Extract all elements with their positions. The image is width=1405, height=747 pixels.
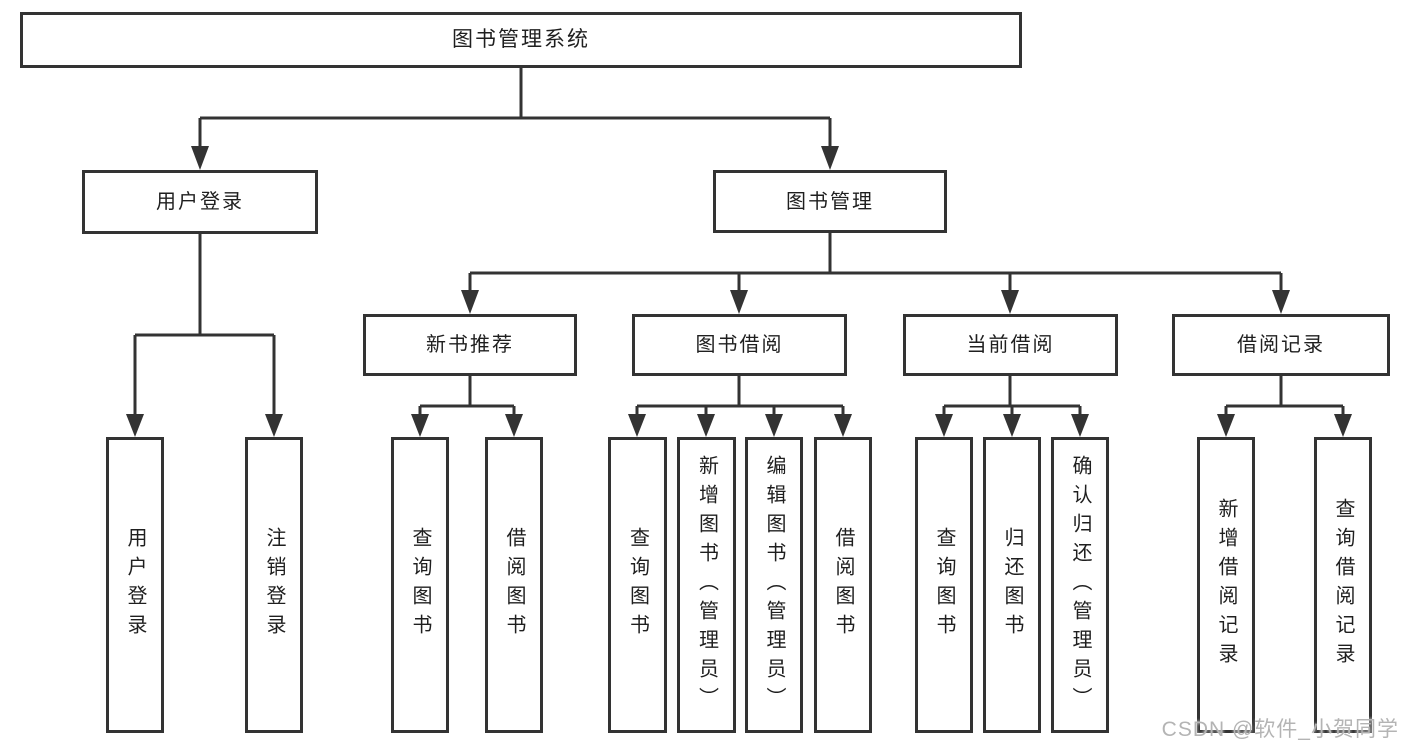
- node-user-login: 用户登录: [82, 170, 318, 234]
- leaf-confirm-return-admin: 确认归还（管理员）: [1051, 437, 1109, 733]
- leaf-logout: 注销登录: [245, 437, 303, 733]
- leaf-logout-label: 注销登录: [263, 527, 285, 643]
- leaf-borrow-books-recommend-label: 借阅图书: [503, 527, 525, 643]
- connector-book-management-split: [461, 233, 1290, 314]
- leaf-add-borrow-record: 新增借阅记录: [1197, 437, 1255, 733]
- node-root-label: 图书管理系统: [452, 28, 590, 52]
- node-borrow-records: 借阅记录: [1172, 314, 1390, 376]
- leaf-borrow-books-recommend: 借阅图书: [485, 437, 543, 733]
- node-new-book-recommend-label: 新书推荐: [426, 334, 514, 356]
- leaf-return-books-label: 归还图书: [1001, 527, 1023, 643]
- leaf-borrow-books-borrow: 借阅图书: [814, 437, 872, 733]
- leaf-query-books-recommend-label: 查询图书: [409, 527, 431, 643]
- leaf-borrow-books-borrow-label: 借阅图书: [832, 527, 854, 643]
- node-current-borrow: 当前借阅: [903, 314, 1118, 376]
- leaf-query-borrow-record-label: 查询借阅记录: [1332, 498, 1354, 672]
- leaf-return-books: 归还图书: [983, 437, 1041, 733]
- connector-user-login-split: [126, 233, 283, 437]
- connector-root-split: [191, 68, 839, 170]
- leaf-query-borrow-record: 查询借阅记录: [1314, 437, 1372, 733]
- node-new-book-recommend: 新书推荐: [363, 314, 577, 376]
- connector-new-book-recommend-split: [411, 376, 523, 437]
- connector-book-borrow-split: [628, 376, 852, 437]
- leaf-edit-books-admin: 编辑图书（管理员）: [745, 437, 803, 733]
- connector-current-borrow-split: [935, 376, 1089, 437]
- leaf-query-books-recommend: 查询图书: [391, 437, 449, 733]
- leaf-query-books-borrow: 查询图书: [608, 437, 667, 733]
- node-borrow-records-label: 借阅记录: [1237, 334, 1325, 356]
- leaf-add-books-admin: 新增图书（管理员）: [677, 437, 736, 733]
- node-book-borrow-label: 图书借阅: [695, 334, 784, 356]
- node-user-login-label: 用户登录: [156, 191, 244, 213]
- node-current-borrow-label: 当前借阅: [966, 334, 1055, 356]
- leaf-add-borrow-record-label: 新增借阅记录: [1215, 498, 1237, 672]
- node-book-management: 图书管理: [713, 170, 947, 233]
- leaf-add-books-admin-label: 新增图书（管理员）: [695, 454, 718, 716]
- node-book-management-label: 图书管理: [786, 190, 874, 213]
- leaf-query-books-current: 查询图书: [915, 437, 973, 733]
- leaf-query-books-current-label: 查询图书: [933, 527, 955, 643]
- leaf-edit-books-admin-label: 编辑图书（管理员）: [763, 454, 785, 716]
- node-root: 图书管理系统: [20, 12, 1022, 68]
- leaf-query-books-borrow-label: 查询图书: [626, 527, 649, 643]
- node-book-borrow: 图书借阅: [632, 314, 847, 376]
- leaf-confirm-return-admin-label: 确认归还（管理员）: [1069, 454, 1091, 716]
- connector-borrow-records-split: [1217, 376, 1352, 437]
- leaf-user-login-label: 用户登录: [124, 527, 146, 643]
- leaf-user-login: 用户登录: [106, 437, 164, 733]
- watermark: CSDN @软件_小贺同学: [1161, 718, 1399, 741]
